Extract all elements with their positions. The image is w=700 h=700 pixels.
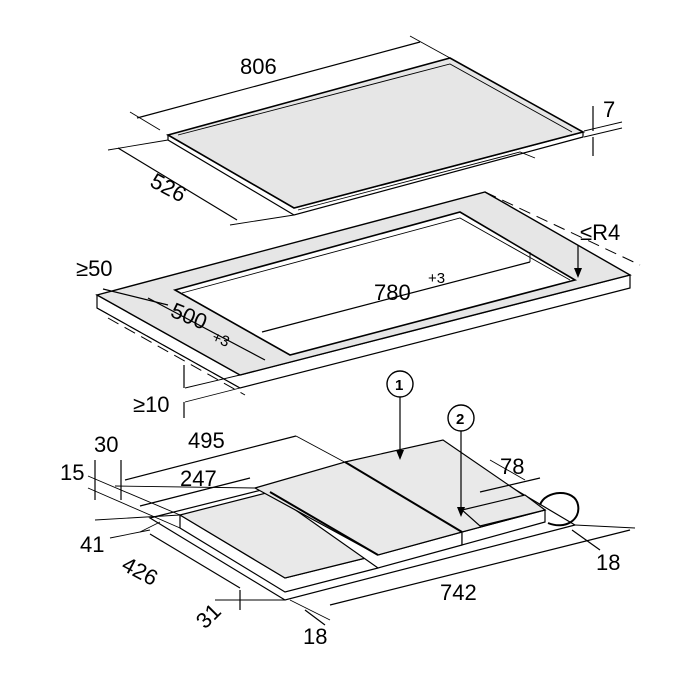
arrow-r4 [574, 268, 582, 278]
label-247: 247 [180, 466, 217, 491]
power-cable [539, 492, 580, 527]
label-r4: ≤R4 [580, 220, 620, 245]
dim-connection-78: 78 [479, 454, 541, 493]
label-780-tol: +3 [428, 270, 445, 287]
dim-cooktop-thickness: 7 [583, 97, 623, 156]
cooktop-glass-top [165, 57, 586, 209]
label-742: 742 [440, 580, 477, 605]
cooktop-underside [297, 151, 536, 211]
label-495: 495 [188, 428, 225, 453]
callout-2: 2 [447, 404, 475, 517]
worktop-drawing [95, 191, 632, 389]
label-526: 526 [146, 168, 190, 207]
label-ge50: ≥50 [76, 256, 113, 281]
label-500-tol: +3 [210, 329, 232, 351]
label-31: 31 [191, 598, 226, 633]
label-78: 78 [500, 454, 524, 479]
housing-drawing [148, 439, 580, 601]
callout-2-label: 2 [456, 411, 464, 428]
dim-bottom-31: 31 [191, 590, 285, 633]
cutout-opening [172, 211, 578, 356]
dim-corner-radius: ≤R4 [574, 220, 620, 278]
worktop-dashes [96, 191, 641, 396]
dim-front-41: 41 [80, 514, 181, 557]
callout-1-label: 1 [395, 377, 403, 394]
dim-housing-247: 247 [139, 466, 251, 507]
label-780: 780 [374, 280, 411, 305]
label-7: 7 [603, 97, 615, 122]
label-18-left: 18 [303, 624, 327, 649]
connection-box [460, 494, 547, 527]
label-15: 15 [60, 460, 84, 485]
label-806: 806 [240, 54, 277, 79]
label-18-right: 18 [596, 550, 620, 575]
dim-housing-742: 742 [329, 524, 636, 606]
callout-1: 1 [386, 370, 414, 460]
dim-housing-top: 30 15 [60, 432, 256, 529]
cooktop-bevel [177, 63, 573, 136]
cutout-inner-edge [181, 217, 571, 294]
label-30: 30 [94, 432, 118, 457]
dim-housing-495: 495 [124, 428, 351, 481]
dim-cooktop-width: 806 [129, 35, 451, 131]
dim-cutout-width: 780 +3 [261, 252, 531, 333]
label-41: 41 [80, 532, 104, 557]
cooktop-drawing [165, 57, 586, 216]
label-426: 426 [118, 551, 162, 590]
dim-left-18: 18 [289, 599, 331, 649]
dim-right-18: 18 [571, 529, 620, 575]
label-ge10: ≥10 [133, 392, 170, 417]
dim-min-thickness: ≥10 [133, 365, 241, 418]
